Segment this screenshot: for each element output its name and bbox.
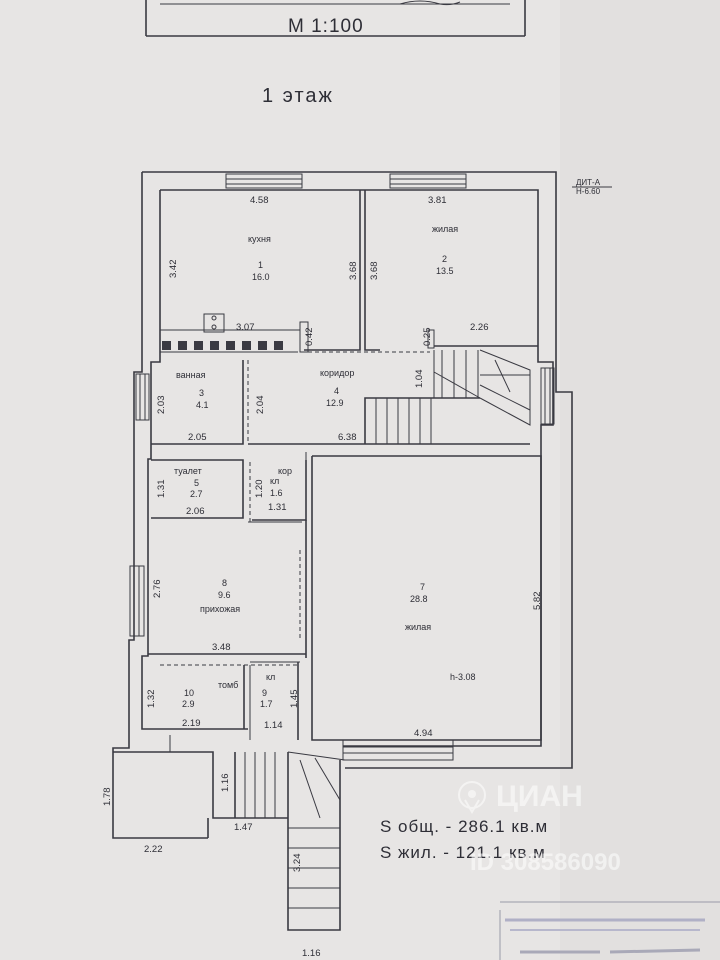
room-name-living7: жилая (405, 622, 431, 632)
room-number-living7: 7 (420, 582, 425, 592)
room-area-cor: 1.6 (270, 488, 283, 498)
dim-tamb-bottom: 2.19 (182, 718, 201, 729)
watermark-brand: ЦИАН (496, 780, 583, 813)
bottom-paper-fragment (499, 901, 720, 960)
room-number-toilet: 5 (194, 478, 199, 488)
window-kitchen (225, 173, 303, 189)
room-hall (148, 520, 307, 666)
porch (113, 735, 288, 838)
dim-living2-small: 0.25 (422, 328, 433, 347)
room-kitchen (160, 190, 361, 353)
dim-porch-bottom: 2.22 (144, 844, 163, 855)
dim-hall-left: 2.76 (152, 580, 163, 599)
room-number-hall: 8 (222, 578, 227, 588)
room-number-living2: 2 (442, 254, 447, 264)
dim-corridor-stair: 1.04 (414, 370, 425, 389)
dim-kitchen-left: 3.42 (168, 260, 179, 279)
dim-toilet-bottom: 2.06 (186, 506, 205, 517)
room-name-toilet: туалет (174, 466, 202, 476)
area-totals: S общ. - 286.1 кв.м S жил. - 121.1 кв.м (380, 817, 548, 862)
dim-stair-step: 1.47 (234, 822, 253, 833)
window-living2 (389, 173, 467, 189)
room-bath (151, 360, 249, 445)
room-living2 (364, 190, 538, 351)
dim-tamb-left: 1.32 (146, 690, 157, 709)
room-tamb (243, 661, 300, 740)
dim-toilet-left: 1.31 (156, 480, 167, 499)
dimension-labels: 4.58 3.81 3.42 3.68 3.68 3.07 0.42 0.25 … (102, 195, 543, 959)
dim-porch-left: 1.78 (102, 788, 113, 807)
dim-kitchen-small: 0.42 (304, 328, 315, 347)
ceiling-height: h-3.08 (450, 672, 476, 682)
dim-corridor-bottom: 6.38 (338, 432, 357, 443)
room-name-closet: кл (266, 672, 275, 682)
room-area-bath: 4.1 (196, 400, 209, 410)
paper-shadow (560, 0, 720, 960)
room-area-toilet: 2.7 (190, 489, 203, 499)
dim-kitchen-top: 4.58 (250, 195, 269, 206)
dim-bath-left: 2.03 (156, 396, 167, 415)
stair-inner (375, 349, 531, 444)
room-number-corridor: 4 (334, 386, 339, 396)
living-area: S жил. - 121.1 кв.м (380, 843, 546, 862)
room-number-cor: кл (270, 476, 279, 486)
dim-bath-bottom: 2.05 (188, 432, 207, 443)
stair-exterior (234, 751, 346, 931)
room-name-kitchen: кухня (248, 234, 271, 244)
room-area-closet: 1.7 (260, 699, 273, 709)
watermark: ЦИАН ID 308586090 (458, 780, 621, 876)
room-area-corridor: 12.9 (326, 398, 344, 408)
kitchen-counter (160, 341, 298, 353)
level-marker-bottom: Н-6.60 (576, 187, 601, 196)
dim-kitchen-right: 3.68 (348, 262, 359, 281)
room-number-closet: 9 (262, 688, 267, 698)
dim-stair-run: 3.24 (292, 854, 303, 873)
room-name-living2: жилая (432, 224, 458, 234)
room-area-living2: 13.5 (436, 266, 454, 276)
window-stair (540, 367, 555, 425)
room-name-tamb: томб (218, 680, 238, 690)
level-marker-top: ДИТ-А (576, 178, 601, 187)
dim-closet-bottom: 1.14 (264, 720, 283, 731)
dim-living2-bottom: 2.26 (470, 322, 489, 333)
room-number-bath: 3 (199, 388, 204, 398)
window-hall (129, 565, 145, 637)
dim-kitchen-bottom: 3.07 (236, 322, 255, 333)
room-living7 (311, 455, 542, 741)
watermark-id: ID 308586090 (470, 849, 621, 876)
scale-label: М 1:100 (288, 16, 364, 37)
room-area-living7: 28.8 (410, 594, 428, 604)
floor-title: 1 этаж (262, 85, 334, 107)
map-pin-icon (458, 781, 486, 814)
room-name-hall: прихожая (200, 604, 240, 614)
window-bath (135, 373, 150, 421)
room-labels: кухня 1 16.0 жилая 2 13.5 ванная 3 4.1 к… (174, 224, 476, 709)
room-name-bath: ванная (176, 370, 206, 380)
dim-living7-bottom: 4.94 (414, 728, 433, 739)
total-area: S общ. - 286.1 кв.м (380, 817, 548, 836)
dim-closet-right: 1.45 (289, 690, 300, 709)
dim-hall-bottom: 3.48 (212, 642, 231, 653)
room-area-kitchen: 16.0 (252, 272, 270, 282)
room-number-tamb: 10 (184, 688, 194, 698)
room-name-corridor: коридор (320, 368, 354, 378)
room-area-tamb: 2.9 (182, 699, 195, 709)
dim-cor-left: 1.20 (254, 480, 265, 499)
dim-bath-right: 2.04 (255, 396, 266, 415)
dim-living7-right: 5.82 (532, 592, 543, 611)
header-stamp: М 1:100 (145, 0, 526, 37)
dim-stair-bottom: 1.16 (302, 948, 321, 959)
dim-living2-top: 3.81 (428, 195, 447, 206)
room-name-cor: кор (278, 466, 292, 476)
dim-stair-side: 1.16 (220, 774, 231, 793)
room-area-hall: 9.6 (218, 590, 231, 600)
room-number-kitchen: 1 (258, 260, 263, 270)
dim-living2-left: 3.68 (369, 262, 380, 281)
dim-cor-bottom: 1.31 (268, 502, 287, 513)
